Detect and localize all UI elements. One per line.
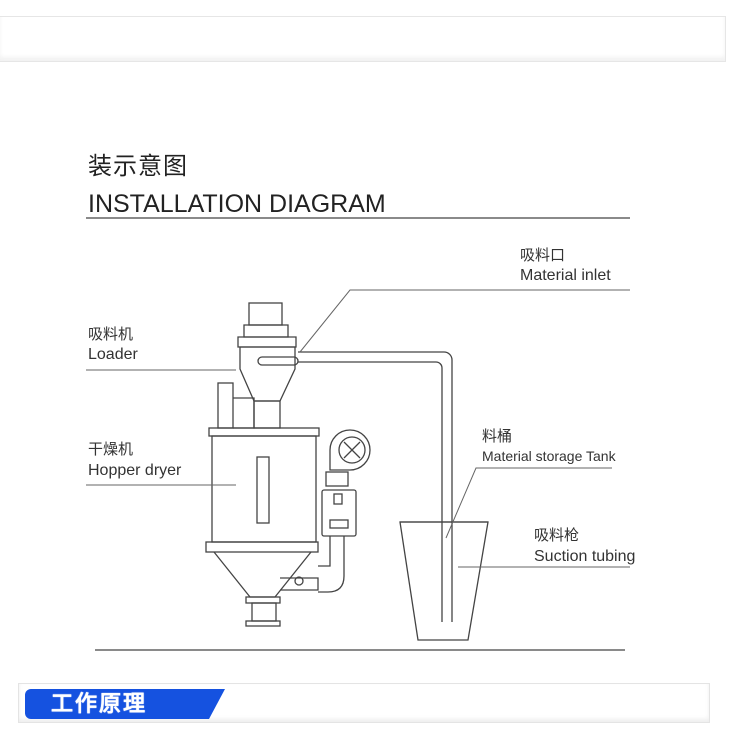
loader-label-cn: 吸料机 [88, 326, 134, 343]
inlet-leader [299, 289, 630, 353]
hopper-dryer [205, 427, 320, 627]
title-english: INSTALLATION DIAGRAM [88, 190, 386, 218]
inlet-label-cn: 吸料口 [520, 247, 566, 264]
loader-label-en: Loader [88, 346, 138, 363]
inlet-label-en: Material inlet [520, 267, 611, 284]
dryer-label-cn: 干燥机 [88, 441, 134, 458]
section-banner: 工作原理 [18, 683, 710, 723]
banner-logo: 工作原理 [25, 689, 225, 719]
title-chinese: 装示意图 [88, 153, 188, 180]
material-storage-tank [399, 521, 489, 641]
suction-label-en: Suction tubing [534, 548, 636, 565]
conveying-pipe [298, 351, 453, 622]
dryer-label-en: Hopper dryer [88, 462, 182, 479]
blower-and-control-box [280, 429, 371, 593]
tank-label-en: Material storage Tank [482, 448, 616, 464]
tank-leader [445, 467, 612, 539]
top-bar [0, 16, 726, 62]
suction-label-cn: 吸料枪 [534, 527, 580, 544]
loader [217, 302, 299, 429]
tank-label-cn: 料桶 [482, 428, 513, 445]
